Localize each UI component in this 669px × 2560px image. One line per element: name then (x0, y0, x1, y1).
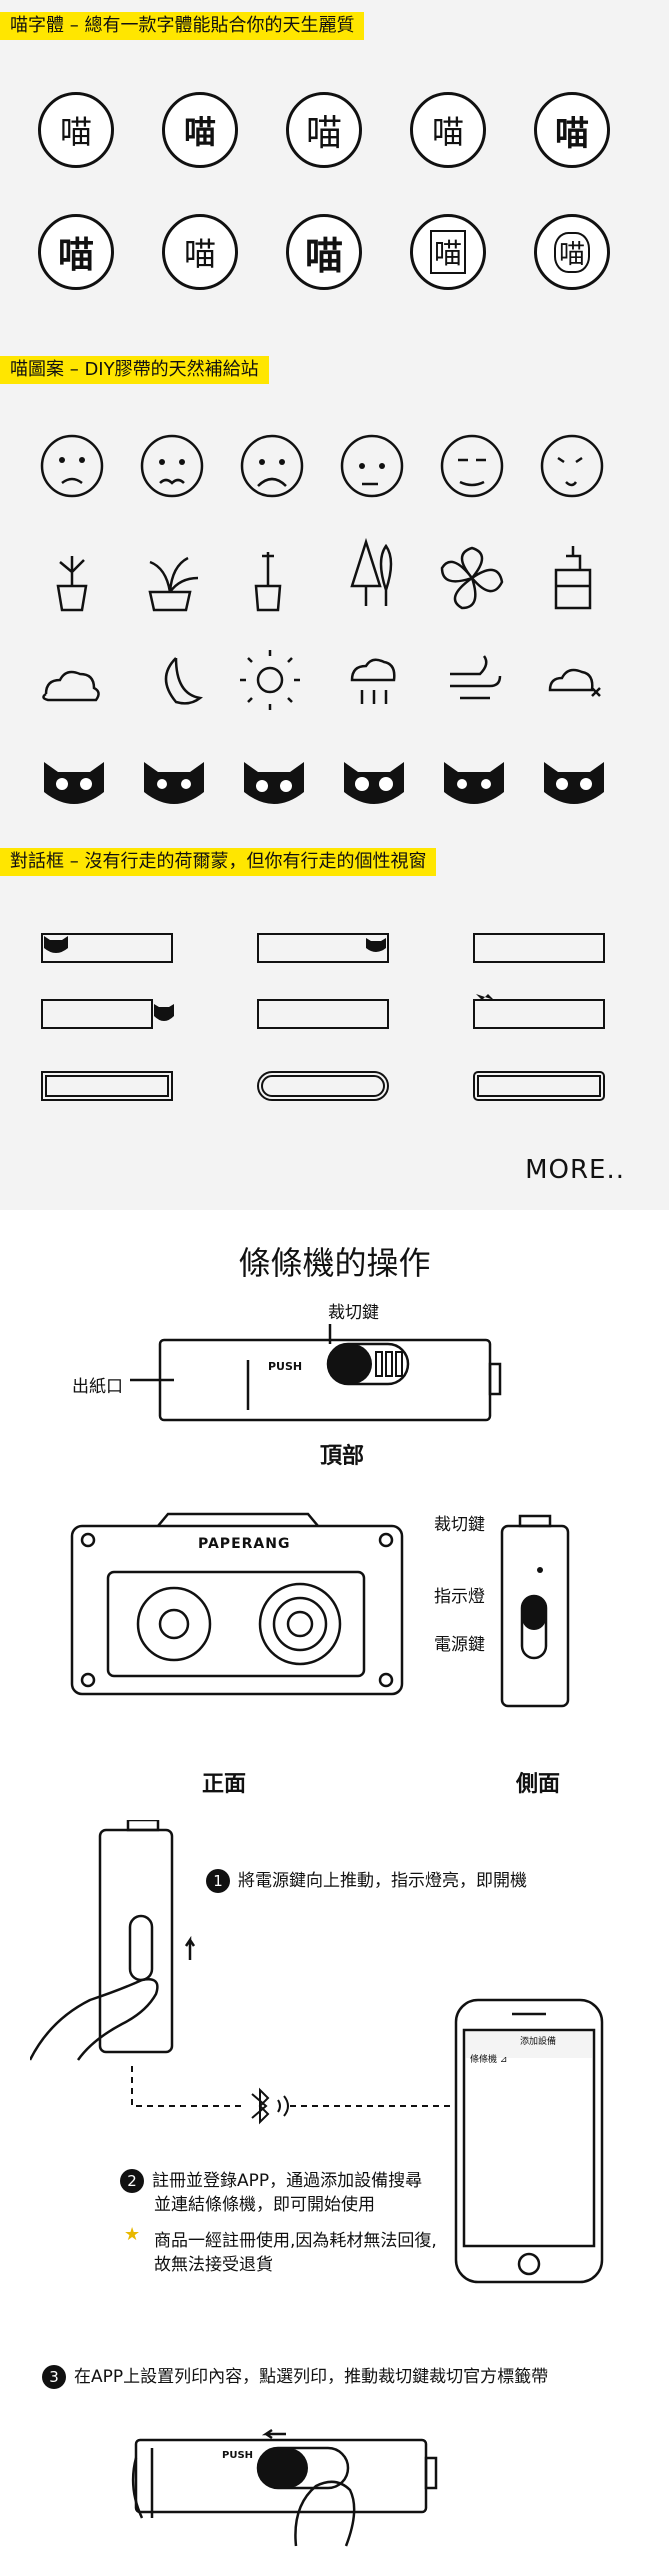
bluetooth-connection (131, 2066, 450, 2125)
top-view-device (130, 1324, 502, 1422)
indicator-label: 指示燈 (434, 1587, 485, 1607)
font-sample-6: 喵 (38, 214, 114, 290)
font-sample-1: 喵 (38, 92, 114, 168)
top-view-caption: 頂部 (320, 1444, 365, 1469)
cut-illustration (131, 2428, 438, 2547)
note-line-2: 故無法接受退貨 (154, 2255, 273, 2275)
note-line-1: 商品一經註冊使用,因為耗材無法回復, (154, 2231, 437, 2251)
push-label-2: PUSH (222, 2450, 254, 2461)
front-view-caption: 正面 (202, 1772, 247, 1797)
font-sample-8: 喵 (286, 214, 362, 290)
patterns-section-label: 喵圖案 – DIY膠帶的天然補給站 (0, 356, 269, 384)
font-sample-2: 喵 (162, 92, 238, 168)
side-view-caption: 側面 (516, 1772, 561, 1797)
brand-label: PAPERANG (198, 1536, 291, 1552)
cut-key-label-2: 裁切鍵 (434, 1515, 485, 1535)
dialog-section-label: 對話框 – 沒有行走的荷爾蒙，但你有行走的個性視窗 (0, 848, 437, 876)
side-view-device (500, 1514, 570, 1708)
plants-row (56, 537, 592, 612)
front-view-device (70, 1512, 404, 1696)
paper-out-label: 出紙口 (72, 1377, 123, 1397)
fonts-section-label: 喵字體 – 總有一款字體能貼合你的天生麗質 (0, 12, 365, 40)
cut-key-label: 裁切鍵 (328, 1303, 379, 1323)
font-sample-9: 喵 (410, 214, 486, 290)
font-sample-7: 喵 (162, 214, 238, 290)
weather-row (42, 650, 601, 710)
phone-illustration (454, 1998, 604, 2284)
operation-title: 條條機的操作 (238, 1244, 431, 1282)
dialog-frames (41, 933, 605, 1101)
phone-title: 添加設備 (520, 2037, 557, 2047)
phone-device-item[interactable]: 條條機 ⊿ (470, 2055, 508, 2065)
power-key-label: 電源鍵 (434, 1635, 485, 1655)
cats-row (44, 762, 604, 804)
font-sample-3: 喵 (286, 92, 362, 168)
font-sample-10: 喵 (534, 214, 610, 290)
star-icon: ★ (124, 2224, 141, 2245)
push-label: PUSH (268, 1360, 303, 1373)
step-2-text-line-2: 並連結條條機，即可開始使用 (154, 2195, 375, 2215)
more-link[interactable]: MORE.. (525, 1155, 625, 1185)
emoji-faces-row (40, 434, 604, 498)
stickers-panel (0, 0, 669, 1210)
hand-power-illustration (30, 1820, 196, 2061)
font-sample-5: 喵 (534, 92, 610, 168)
font-sample-4: 喵 (410, 92, 486, 168)
